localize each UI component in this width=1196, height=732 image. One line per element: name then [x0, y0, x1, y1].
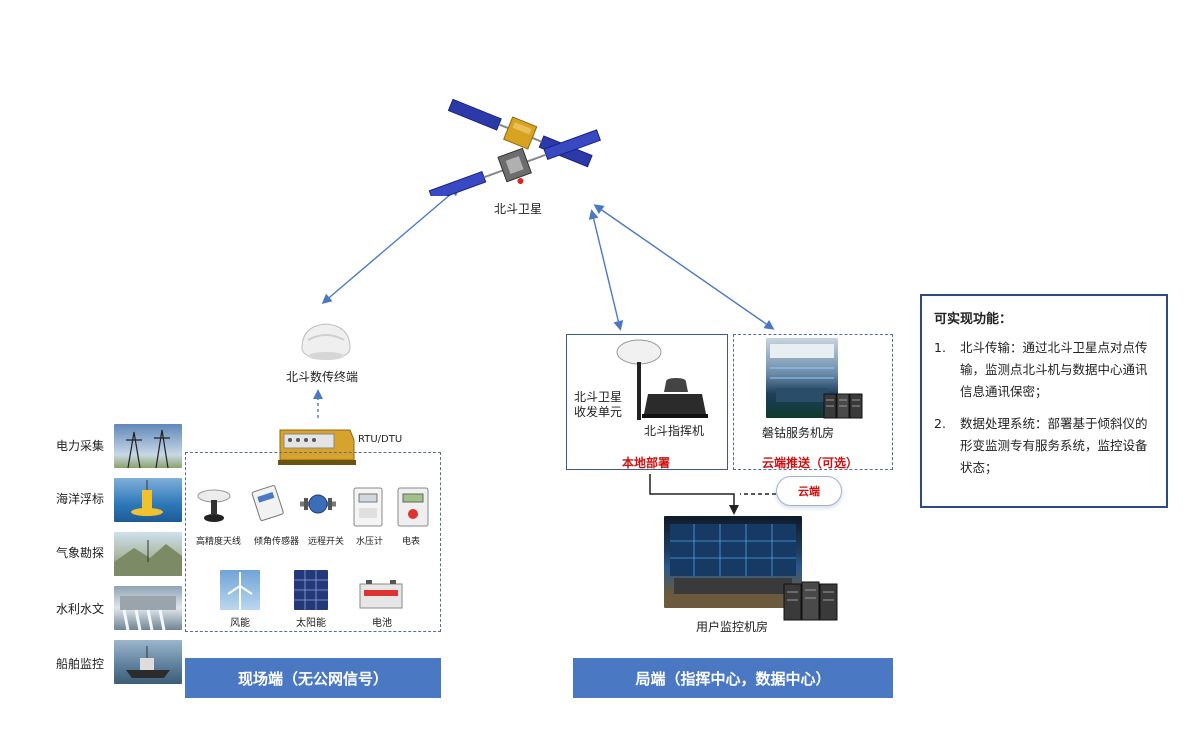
- receiver-label: 收发单元: [574, 405, 623, 419]
- cloud-badge: 云端: [776, 476, 842, 506]
- monitor-room-label: 用户监控机房: [696, 620, 769, 634]
- remote-switch-icon: [300, 494, 336, 514]
- receiver-dish-icon: [616, 339, 662, 420]
- local-deploy-caption: 本地部署: [622, 456, 671, 470]
- arrow-terminal-satellite: [321, 186, 461, 304]
- field-app-label: 电力采集: [56, 439, 105, 453]
- device-label: 倾角传感器: [254, 537, 300, 547]
- function-text: 北斗传输：通过北斗卫星点对点传输，监测点北斗机与数据中心通讯信息通讯保密；: [960, 340, 1148, 399]
- monitor-room-image: [664, 516, 802, 608]
- cloud-push-caption: 云端推送（可选）: [762, 456, 859, 470]
- server-room-label: 磐钴服务机房: [762, 426, 835, 440]
- monitor-server-rack-icon: [783, 581, 838, 621]
- hydrology-image: [114, 586, 182, 630]
- weather-survey-image: [114, 532, 182, 576]
- rtu-label: RTU/DTU: [358, 434, 403, 445]
- receiver-label: 北斗卫星: [574, 390, 623, 404]
- arrow-local-monitor: [649, 474, 739, 515]
- field-app-label: 船舶监控: [56, 657, 105, 671]
- electric-meter-icon: [397, 487, 429, 527]
- function-text: 数据处理系统：部署基于倾斜仪的形变监测专有服务系统，监控设备状态；: [960, 416, 1148, 475]
- terminal-antenna-icon: [301, 323, 351, 360]
- field-side-bar: 现场端（无公网信号）: [185, 658, 441, 698]
- power-label: 电池: [372, 618, 392, 629]
- field-app-label: 气象勘探: [56, 546, 105, 560]
- power-label: 太阳能: [296, 618, 326, 629]
- cloud-label: 云端: [798, 485, 820, 498]
- commander-label: 北斗指挥机: [644, 424, 705, 438]
- tilt-sensor-icon: [251, 485, 284, 522]
- water-pressure-meter-icon: [353, 487, 383, 527]
- function-item: 2. 数据处理系统：部署基于倾斜仪的形变监测专有服务系统，监控设备状态；: [934, 413, 1154, 479]
- device-label: 水压计: [356, 537, 384, 547]
- field-app-label: 海洋浮标: [56, 492, 105, 506]
- commander-device-icon: [642, 378, 708, 418]
- satellite-icon: [428, 98, 601, 196]
- terminal-label: 北斗数传终端: [286, 370, 359, 384]
- server-rack-icon: [823, 393, 863, 419]
- arrow-satellite-local: [588, 209, 624, 331]
- cloud-push-box: [733, 334, 893, 470]
- field-devices-box: [185, 452, 441, 632]
- device-label: 远程开关: [308, 537, 345, 547]
- arrow-satellite-cloud: [593, 204, 775, 330]
- function-item: 1. 北斗传输：通过北斗卫星点对点传输，监测点北斗机与数据中心通讯信息通讯保密；: [934, 337, 1154, 403]
- satellite-label: 北斗卫星: [494, 202, 543, 216]
- functions-title: 可实现功能：: [934, 312, 1013, 327]
- wind-power-image: [220, 570, 260, 610]
- function-number: 1.: [934, 340, 946, 355]
- solar-power-image: [294, 570, 328, 610]
- local-deploy-box: [566, 334, 728, 470]
- power-label: 风能: [230, 618, 250, 629]
- device-label: 电表: [402, 537, 421, 547]
- device-label: 高精度天线: [196, 537, 242, 547]
- antenna-icon: [197, 489, 231, 522]
- ship-monitor-image: [114, 640, 182, 684]
- power-collection-image: [114, 424, 182, 468]
- functions-panel: 可实现功能： 1. 北斗传输：通过北斗卫星点对点传输，监测点北斗机与数据中心通讯…: [920, 294, 1168, 508]
- battery-icon: [359, 580, 403, 609]
- field-app-label: 水利水文: [56, 602, 105, 616]
- function-number: 2.: [934, 416, 946, 431]
- center-side-bar: 局端（指挥中心，数据中心）: [573, 658, 893, 698]
- ocean-buoy-image: [114, 478, 182, 522]
